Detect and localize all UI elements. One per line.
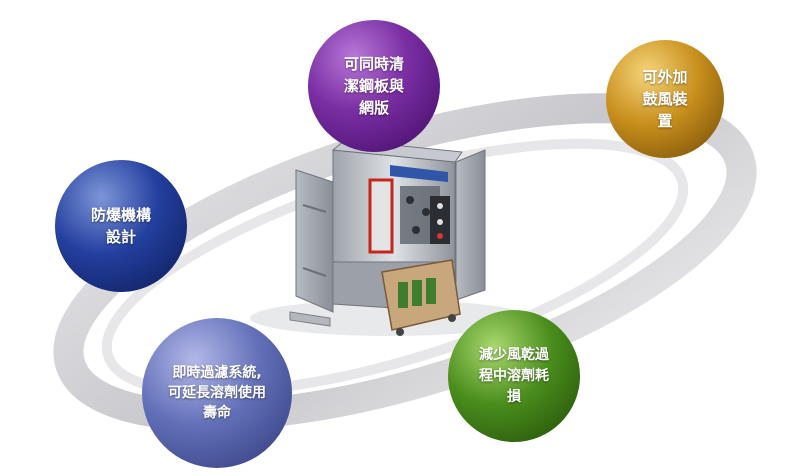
feature-node-realtime-filtration: 即時過濾系統, 可延長溶劑使用 壽命 [142,318,292,468]
feature-node-external-blower: 可外加 鼓風裝 置 [606,40,724,158]
node-label-left: 防爆機構 設計 [90,206,151,246]
feature-node-explosion-proof: 防爆機構 設計 [55,160,187,292]
feature-node-clean-stencil-and-screen: 可同時清 潔鋼板與 網版 [308,20,440,152]
node-label-bottom-left: 即時過濾系統, 可延長溶劑使用 壽命 [168,365,266,421]
node-label-right: 可外加 鼓風裝 置 [642,68,688,130]
stencil-cleaning-machine-illustration [250,139,530,336]
node-label-bottom-right: 減少風乾過 程中溶劑耗 損 [479,346,549,405]
node-label-top: 可同時清 潔鋼板與 網版 [343,55,404,117]
feature-node-reduce-solvent-loss: 減少風乾過 程中溶劑耗 損 [448,310,580,442]
